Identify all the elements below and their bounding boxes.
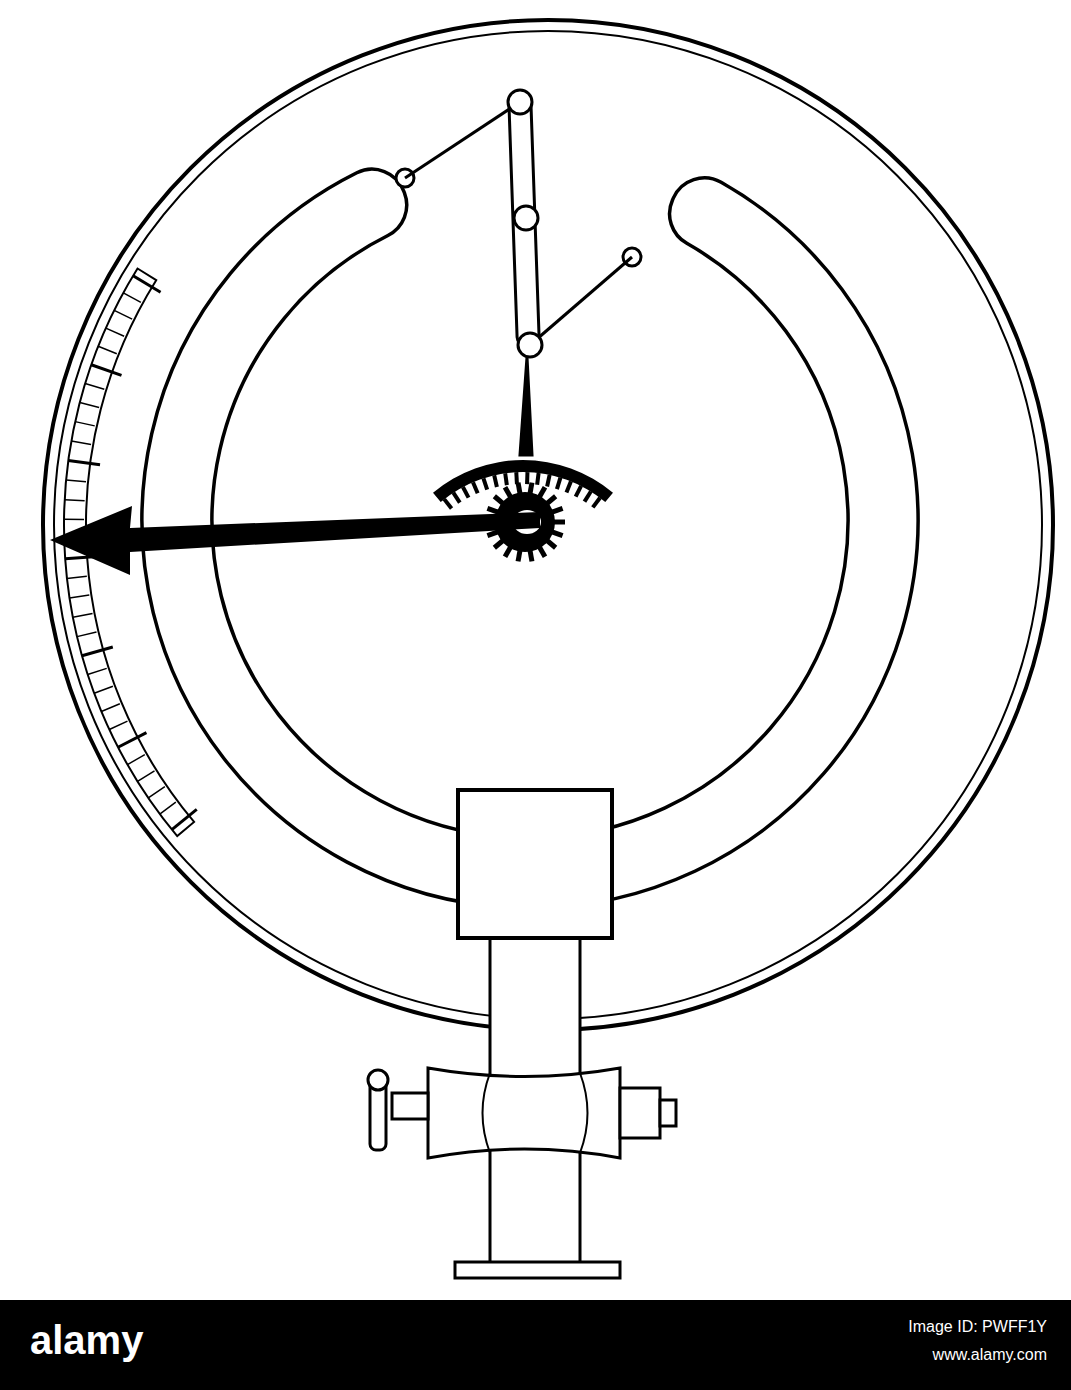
scale-tick (71, 441, 91, 444)
pivot (508, 90, 532, 114)
gear-tooth (487, 508, 498, 512)
gear-tooth (537, 473, 538, 485)
gear-tooth (494, 475, 497, 487)
scale-tick (80, 402, 99, 407)
valve-spindle (392, 1093, 428, 1119)
scale-tick (94, 686, 113, 693)
scale-tick (123, 293, 141, 303)
gear-tooth (557, 478, 561, 489)
gear-tooth (487, 532, 498, 536)
scale-tick (73, 614, 93, 618)
gauge-drawing (43, 20, 1053, 1278)
watermark-bar (0, 1300, 1071, 1390)
watermark-logo: alamy (30, 1318, 143, 1363)
gear-tooth (525, 472, 529, 484)
scale-tick (138, 771, 155, 782)
watermark-id: Image ID: PWFF1Y (908, 1318, 1047, 1336)
gear-tooth (539, 487, 545, 497)
scale-tick (148, 787, 165, 798)
link-rod (530, 257, 632, 345)
gear-tooth (546, 496, 555, 504)
scale-tick (88, 668, 107, 674)
gear-tooth (505, 487, 511, 497)
valve-nut (620, 1088, 660, 1138)
gear-tooth (530, 550, 532, 562)
gear-tooth (566, 481, 570, 492)
gear-tooth (453, 493, 460, 503)
gear-tooth (473, 482, 478, 493)
gear-tooth (553, 520, 565, 525)
scale-tick (82, 647, 113, 656)
scale-tick (109, 721, 127, 729)
gear-tooth (505, 546, 511, 556)
gear-tooth (463, 487, 469, 498)
base-flange (455, 1262, 620, 1278)
valve-nut (660, 1100, 676, 1126)
scale-tick (64, 519, 84, 521)
gear-tooth (483, 478, 487, 489)
scale-tick (114, 310, 132, 319)
gear-tooth (547, 475, 549, 487)
valve-contour (483, 1073, 588, 1153)
scale-tick (118, 733, 146, 748)
scale-tick (106, 328, 124, 336)
casing-ring (43, 20, 1053, 1030)
gear-tooth (514, 472, 519, 484)
gear-tooth (505, 473, 507, 485)
gear-tooth (518, 483, 520, 495)
pivot (518, 333, 542, 357)
scale-tick (91, 365, 121, 376)
scale-tick (101, 704, 119, 712)
scale-tick (68, 460, 100, 464)
scale-tick (85, 383, 104, 389)
gear-tooth (551, 532, 562, 536)
scale-tick (172, 809, 197, 829)
scale-tick (70, 595, 90, 598)
gear-tooth (576, 486, 581, 497)
scale-tick (98, 346, 117, 353)
gear-tooth (494, 540, 503, 548)
scale-tick (65, 500, 85, 501)
sector-arm (520, 357, 532, 455)
valve-body (428, 1068, 620, 1158)
lever (509, 100, 540, 346)
pointer-needle (50, 506, 540, 575)
gear-tooth (518, 550, 520, 562)
gear-tooth (539, 546, 545, 556)
gear-tooth (593, 498, 600, 508)
gear-tooth (584, 491, 590, 501)
scale-tick (66, 480, 86, 482)
watermark-url: www.alamy.com (933, 1346, 1047, 1364)
gear-tooth (530, 483, 532, 495)
scale-tick (67, 576, 87, 578)
gear-tooth (444, 499, 451, 508)
casing-ring (54, 31, 1042, 1019)
gear-tooth (551, 508, 562, 512)
scale-tick (127, 755, 144, 765)
scale-tick (75, 422, 95, 426)
gear-tooth (546, 540, 555, 548)
scale-tick (133, 276, 160, 292)
socket-block (458, 790, 612, 938)
link-rod (405, 102, 520, 178)
scale-tick (77, 632, 96, 637)
gear-tooth (494, 496, 503, 504)
handle-knob (368, 1070, 388, 1090)
scale-tick (160, 802, 176, 814)
pivot (514, 206, 538, 230)
